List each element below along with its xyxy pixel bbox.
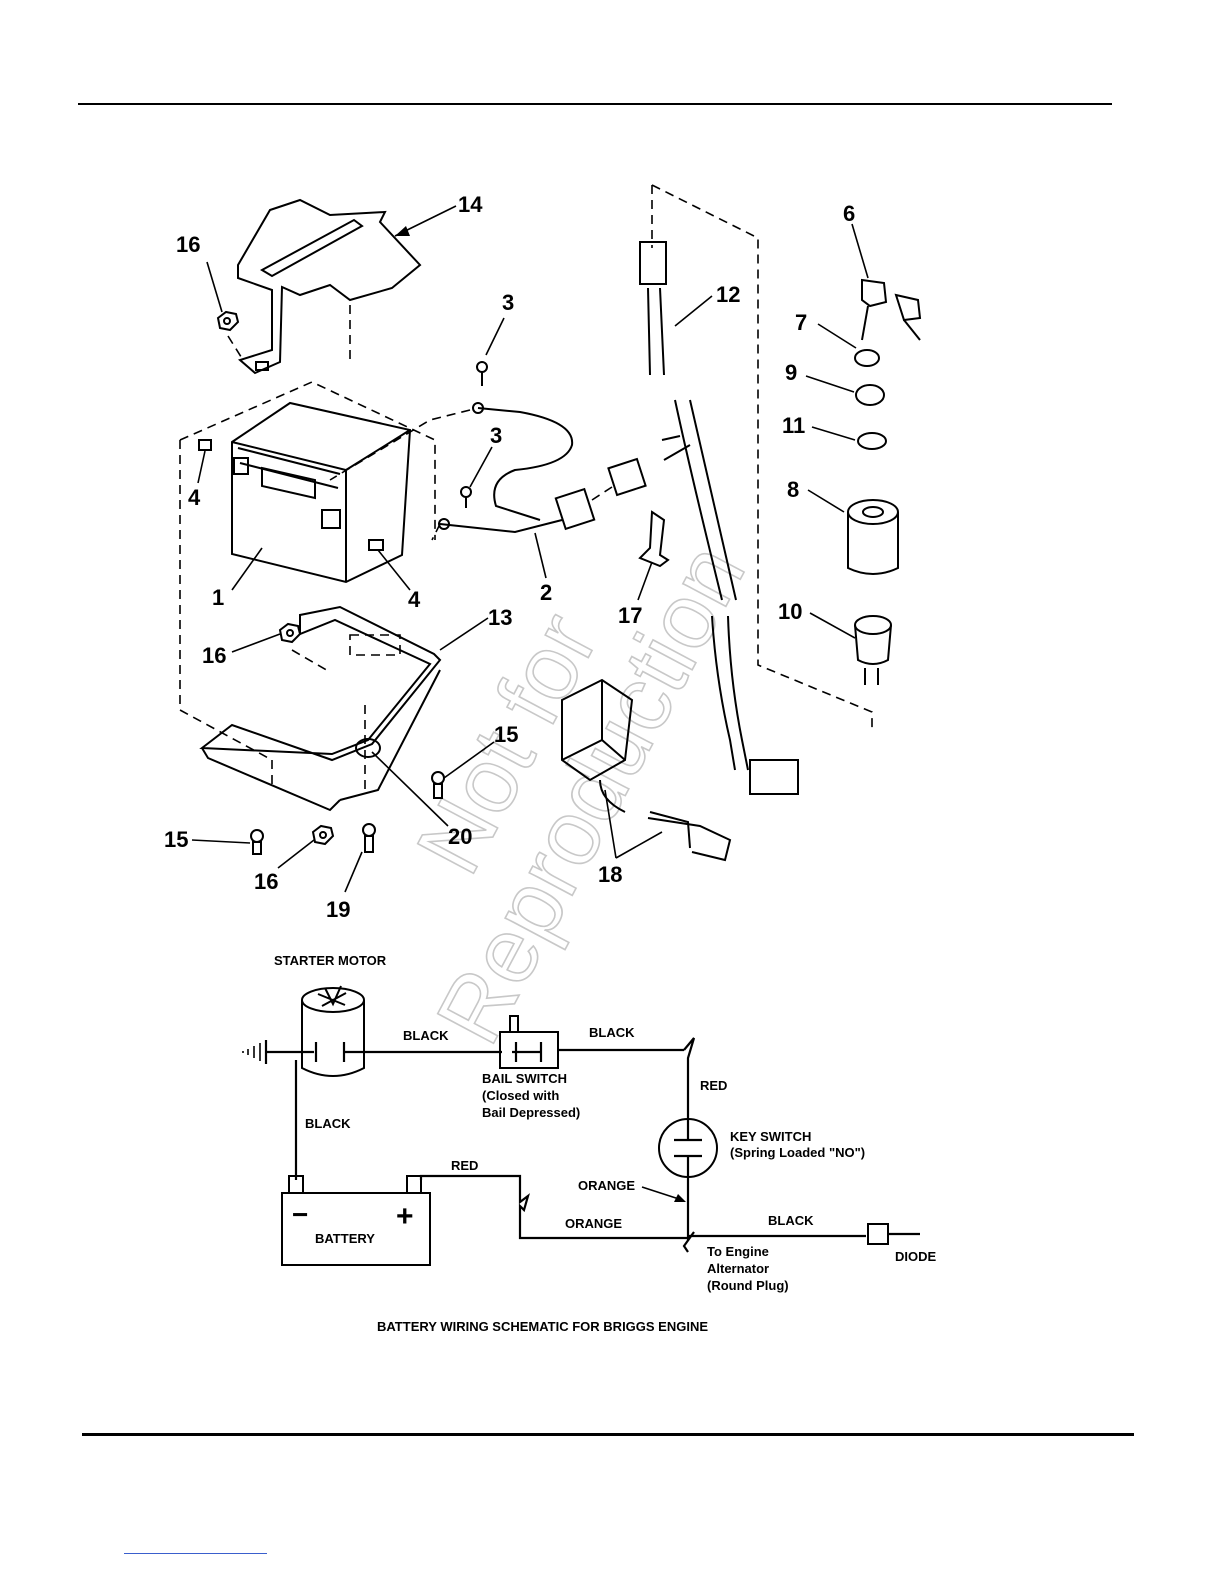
- hex-nut-bottom: [311, 824, 335, 846]
- wire-label-red-2: RED: [451, 1158, 478, 1173]
- callout-2: 2: [540, 580, 552, 605]
- wiring-harness: [639, 241, 799, 795]
- battery-symbol: − +: [281, 1175, 431, 1266]
- terminal-bolt-upper: [476, 361, 488, 386]
- bail-switch-note-2: Bail Depressed): [482, 1105, 580, 1120]
- wire-label-orange-1: ORANGE: [578, 1178, 635, 1193]
- diode-label: DIODE: [895, 1249, 937, 1264]
- key-switch-label: KEY SWITCH: [730, 1129, 811, 1144]
- alternator-label-3: (Round Plug): [707, 1278, 789, 1293]
- key-switch: [658, 1118, 718, 1178]
- callout-3-lower: 3: [490, 423, 502, 448]
- footer-link-underline[interactable]: [124, 1553, 267, 1554]
- battery-cable: [438, 402, 647, 534]
- hex-nut-left: [278, 622, 302, 644]
- battery-tray: [199, 605, 442, 812]
- callout-16-bottom: 16: [254, 869, 278, 894]
- bail-switch-note-1: (Closed with: [482, 1088, 559, 1103]
- callout-15-left: 15: [164, 827, 188, 852]
- callout-18: 18: [598, 862, 622, 887]
- callout-14: 14: [458, 192, 483, 217]
- screw-bottom: [362, 823, 376, 853]
- callout-10: 10: [778, 599, 802, 624]
- alternator-label-2: Alternator: [707, 1261, 769, 1276]
- starter-motor-label: STARTER MOTOR: [274, 953, 387, 968]
- hex-nut-top: [216, 310, 240, 332]
- top-rule: [78, 103, 1112, 105]
- callout-7: 7: [795, 310, 807, 335]
- callout-11: 11: [782, 413, 805, 438]
- wire-label-orange-2: ORANGE: [565, 1216, 622, 1231]
- hex-nut: [855, 384, 885, 406]
- exploded-view: 14 16 3 3 4 4 1 2 12 6 7 9 11 8 10 13 17…: [164, 184, 922, 922]
- callout-16-top: 16: [176, 232, 200, 257]
- battery: [231, 401, 412, 584]
- callout-15-right: 15: [494, 722, 518, 747]
- callout-16-left: 16: [202, 643, 226, 668]
- callout-3-upper: 3: [502, 290, 514, 315]
- starter-motor: [301, 985, 365, 1077]
- bottom-rule: [82, 1433, 1134, 1436]
- callout-19: 19: [326, 897, 350, 922]
- wire-label-black-2: BLACK: [589, 1025, 635, 1040]
- star-washer: [355, 738, 381, 758]
- battery-bracket: [237, 198, 422, 375]
- terminal-nut-right: [368, 539, 384, 551]
- ground-symbol: [242, 1040, 268, 1064]
- wiring-schematic: − + STARTER MOTOR BLACK BLACK BAIL SWITC…: [242, 953, 937, 1334]
- bail-switch-label: BAIL SWITCH: [482, 1071, 567, 1086]
- switch-boot: [847, 499, 899, 575]
- battery-minus: −: [292, 1199, 308, 1230]
- diode-symbol: [867, 1223, 889, 1245]
- battery-label: BATTERY: [315, 1231, 375, 1246]
- callout-9: 9: [785, 360, 797, 385]
- battery-plus: +: [396, 1200, 414, 1233]
- wire-label-black-4: BLACK: [768, 1213, 814, 1228]
- leader-lines: [191, 205, 869, 893]
- callout-1: 1: [212, 585, 224, 610]
- cable-clip: [638, 510, 670, 568]
- wire-label-black-3: BLACK: [305, 1116, 351, 1131]
- diode-assembly: [561, 678, 732, 862]
- terminal-bolt-lower: [460, 486, 472, 508]
- callout-4-right: 4: [408, 587, 421, 612]
- callout-6: 6: [843, 201, 855, 226]
- alternator-label-1: To Engine: [707, 1244, 769, 1259]
- watermark: Not for Reproduction: [397, 528, 766, 1061]
- schematic-caption: BATTERY WIRING SCHEMATIC FOR BRIGGS ENGI…: [377, 1319, 708, 1334]
- callout-4-left: 4: [188, 485, 201, 510]
- ignition-switch: [854, 615, 892, 685]
- callout-13: 13: [488, 605, 512, 630]
- screw-left: [250, 829, 264, 855]
- callout-12: 12: [716, 282, 740, 307]
- wire-label-black-1: BLACK: [403, 1028, 449, 1043]
- callout-20: 20: [448, 824, 472, 849]
- terminal-nut-left: [198, 439, 212, 451]
- wire-label-red-1: RED: [700, 1078, 727, 1093]
- bezel-nut: [854, 349, 880, 367]
- lock-washer: [857, 432, 887, 450]
- callout-17: 17: [618, 603, 642, 628]
- key: [861, 278, 922, 341]
- key-switch-note: (Spring Loaded "NO"): [730, 1145, 865, 1160]
- callout-8: 8: [787, 477, 799, 502]
